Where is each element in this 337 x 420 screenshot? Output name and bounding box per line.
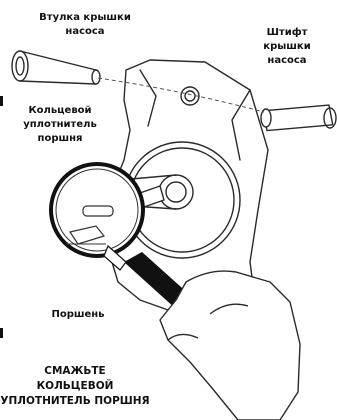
pin-label-line2: крышки bbox=[252, 40, 322, 54]
oring-label-line1: Кольцевой bbox=[2, 104, 118, 118]
clipped-mark-left-bottom bbox=[0, 328, 3, 338]
oring-label-line2: уплотнитель bbox=[2, 118, 118, 132]
bushing-label-line2: насоса bbox=[30, 25, 140, 39]
instruction-caption: СМАЖЬТЕ КОЛЬЦЕВОЙ УПЛОТНИТЕЛЬ ПОРШНЯ bbox=[0, 364, 150, 409]
oring-label-line3: поршня bbox=[2, 132, 118, 146]
piston-label-text: Поршень bbox=[38, 308, 118, 322]
magnifier-loupe bbox=[51, 164, 143, 256]
pin-label-line1: Штифт bbox=[252, 26, 322, 40]
pin-label: Штифт крышки насоса bbox=[252, 26, 322, 68]
bushing-part bbox=[12, 51, 100, 84]
piston-label: Поршень bbox=[38, 308, 118, 322]
caption-line2: КОЛЬЦЕВОЙ bbox=[0, 379, 150, 394]
bushing-label-line1: Втулка крышки bbox=[30, 11, 140, 25]
caption-line1: СМАЖЬТЕ bbox=[0, 364, 150, 379]
pin-part bbox=[261, 105, 336, 131]
bushing-label: Втулка крышки насоса bbox=[30, 11, 140, 39]
hand bbox=[160, 271, 300, 420]
oring-label: Кольцевой уплотнитель поршня bbox=[2, 104, 118, 146]
pin-label-line3: насоса bbox=[252, 54, 322, 68]
caption-line3: УПЛОТНИТЕЛЬ ПОРШНЯ bbox=[0, 394, 150, 409]
